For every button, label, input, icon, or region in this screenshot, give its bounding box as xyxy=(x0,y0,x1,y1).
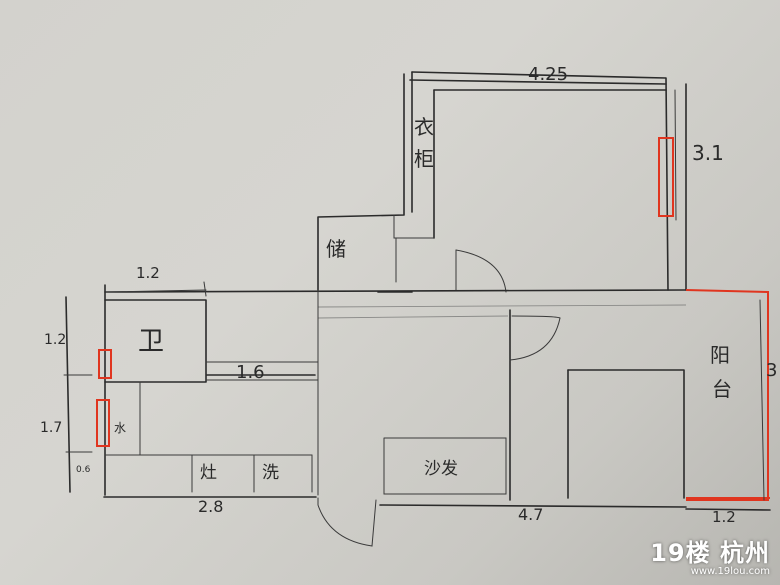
balcony-label-2: 台 xyxy=(712,377,732,401)
dimension-lines xyxy=(63,79,771,511)
dim-living-width: 4.7 xyxy=(518,505,543,524)
water-label: 水 xyxy=(114,421,126,435)
bedroom-door xyxy=(455,249,507,293)
dim-balcony-depth: 3 xyxy=(766,360,777,381)
dim-bath-width: 1.2 xyxy=(136,264,160,282)
balcony-label-1: 阳 xyxy=(710,343,730,367)
watermark-url: www.19lou.com xyxy=(690,566,770,577)
balcony-outline xyxy=(96,137,770,501)
dim-small-left: 0.6 xyxy=(76,465,91,475)
bathroom-walls xyxy=(104,289,319,496)
wardrobe-label-1: 衣 xyxy=(414,115,434,139)
dim-bath-left: 1.2 xyxy=(44,332,66,348)
dim-bedroom-width: 4.25 xyxy=(528,64,568,85)
sofa-label: 沙发 xyxy=(424,459,458,479)
wardrobe-label-2: 柜 xyxy=(414,147,434,171)
corridor-walls xyxy=(104,284,687,496)
dim-balcony-width: 1.2 xyxy=(712,508,736,526)
wash-label: 洗 xyxy=(262,463,279,483)
bedroom-walls xyxy=(317,71,687,291)
watermark-logo: 19楼 杭州 xyxy=(650,539,770,567)
storage-label: 储 xyxy=(326,237,346,261)
dim-kitchen-width: 2.8 xyxy=(198,497,223,516)
bathroom-label: 卫 xyxy=(138,327,164,357)
stove-label: 灶 xyxy=(200,463,217,483)
dim-kitchen-left: 1.7 xyxy=(40,420,62,436)
watermark: 19楼 杭州 www.19lou.com xyxy=(650,533,770,577)
living-room-walls xyxy=(383,309,685,501)
dim-bedroom-depth: 3.1 xyxy=(692,141,724,165)
dim-inner-wall: 1.6 xyxy=(236,362,265,383)
entrance-door xyxy=(317,497,377,547)
